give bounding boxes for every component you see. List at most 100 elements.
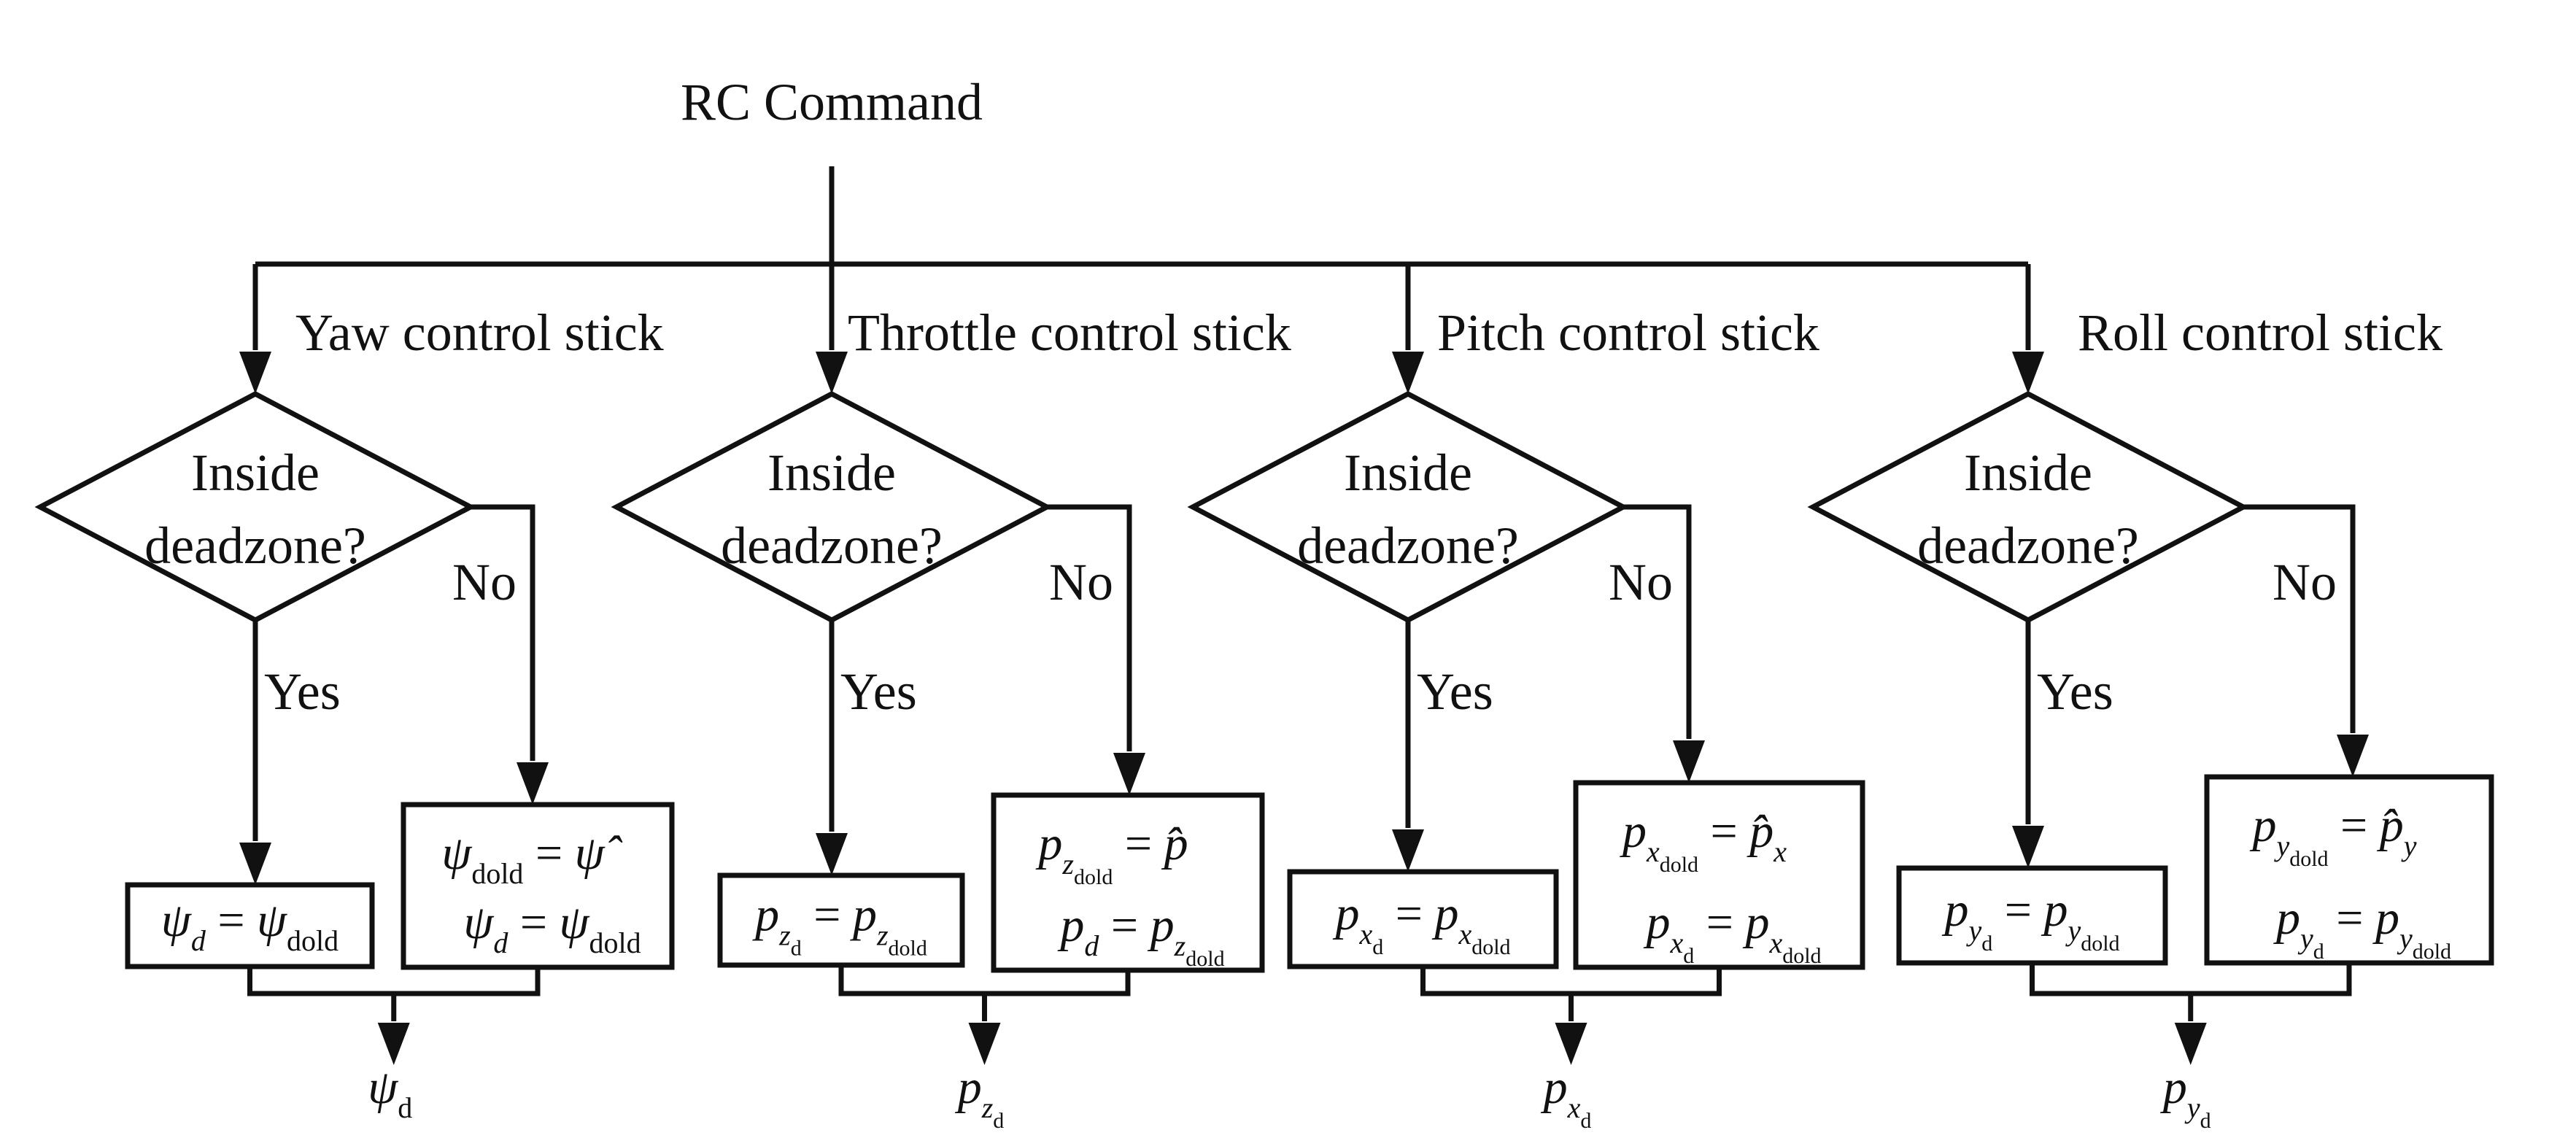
yes-arrowhead [1392,829,1424,872]
no-label: No [1609,553,1673,611]
no-assignment-line-2-rhs-symbol: p [1148,899,1175,952]
no-arrowhead [517,762,549,805]
output-variable: ψd [368,1061,412,1124]
yes-assignment-equals: = [1383,887,1434,940]
no-assignment-line-2: pyd = pydold [2273,891,2451,964]
yes-assignment-rhs-symbol: p [1431,887,1458,940]
decision-line-2: deadzone? [1917,516,2139,575]
yes-assignment-box [1896,865,2168,966]
no-assignment-line-2-rhs-symbol: p [2372,891,2399,945]
yes-assignment-lhs-subsubscript: d [1372,935,1383,959]
yes-assignment: pyd = pydold [1941,883,2119,956]
no-assignment-line-1-lhs-symbol: ψ [441,826,472,880]
output-variable: pyd [2160,1061,2211,1133]
no-assignment-line-2-rhs-subscript: y [2397,922,2413,955]
decision-line-1: Inside [1964,444,2092,502]
yes-assignment-lhs-symbol: p [752,888,779,942]
output-subsubscript: d [993,1109,1004,1133]
no-connector [471,504,535,761]
yes-assignment-rhs-symbol: ψ [257,894,287,947]
no-assignment-line-2-rhs-subsubscript: dold [2413,940,2451,964]
no-connector [1623,504,1692,739]
decision-line-2: deadzone? [144,516,366,575]
no-label: No [2273,553,2337,611]
yes-assignment-rhs-subscript: y [2065,914,2081,947]
no-assignment-line-2-lhs-subscript: d [493,926,508,959]
output-arrowhead [2174,1023,2207,1065]
output-symbol: p [1541,1061,1568,1114]
no-assignment-line-1-rhs-subscript: y [2401,829,2417,862]
no-connector [1047,504,1132,751]
decision-line-2: deadzone? [721,516,943,575]
no-assignment-line-2-equals: = [2324,891,2375,945]
no-assignment-line-2-lhs-subscript: y [2297,922,2313,955]
no-arrowhead [1113,753,1145,795]
no-assignment-box [2204,774,2494,966]
no-assignment-line-1-lhs-subsubscript: dold [1074,865,1113,889]
output-subsubscript: d [2200,1109,2211,1133]
yes-label: Yes [840,662,917,721]
yes-assignment: pxd = pxdold [1332,887,1510,959]
merge-connector [1420,967,1722,996]
no-assignment-line-2: ψd = ψdold [463,896,641,959]
yes-assignment-rhs-subscript: z [876,919,889,952]
yes-assignment: ψd = ψdold [161,894,339,957]
no-assignment-line-2-lhs-subsubscript: d [2313,940,2324,964]
yes-assignment-equals: = [1992,883,2043,937]
yes-assignment-rhs-subsubscript: dold [1471,935,1510,959]
no-assignment-line-2-equals: = [508,896,559,949]
no-assignment-line-2-equals: = [1694,896,1745,949]
no-assignment-line-1-lhs-symbol: p [1620,805,1647,858]
no-assignment-line-2-lhs-symbol: p [1643,896,1670,949]
deadzone-decision [34,391,476,623]
yes-assignment-lhs-subscript: z [778,919,791,952]
yes-label: Yes [264,662,341,721]
diagram-title: RC Command [681,73,983,131]
stick-label: Roll control stick [2078,303,2442,362]
no-assignment-line-2-rhs-symbol: p [1742,896,1769,949]
stick-label: Pitch control stick [1437,303,1819,362]
yes-assignment-rhs-subscript: dold [287,924,339,957]
no-assignment-line-2-rhs-symbol: ψ [560,896,590,949]
no-assignment-line-2: pxd = pxdold [1643,896,1821,968]
no-assignment-line-1-rhs-subscript: x [1773,835,1787,868]
output-symbol: ψ [368,1061,398,1114]
deadzone-decision [611,391,1053,623]
no-arrowhead [2337,735,2369,777]
no-assignment-line-1-equals: = [2329,799,2380,852]
yes-assignment-rhs-symbol: p [2041,883,2068,937]
output-subscript: z [981,1091,994,1124]
yes-assignment-lhs-symbol: ψ [161,894,192,947]
no-assignment-line-2-rhs-subscript: dold [589,926,641,959]
output-symbol: p [955,1061,982,1114]
yes-arrowhead [239,843,271,885]
stick-label: Yaw control stick [295,303,664,362]
yes-assignment-lhs-subsubscript: d [791,937,802,961]
output-subsubscript: d [1580,1109,1591,1133]
yes-assignment-box [717,872,965,968]
no-assignment-line-2-lhs-subscript: x [1669,926,1683,959]
branch-roll: Roll control stickInsidedeadzone?Yespyd … [1807,264,2494,1133]
no-assignment-line-1-lhs-subsubscript: dold [1660,853,1698,877]
yes-assignment-equals: = [206,894,257,947]
no-assignment-line-1-equals: = [523,826,574,880]
output-arrowhead [968,1023,1001,1065]
yes-assignment-lhs-subscript: x [1358,918,1372,951]
no-connector [2243,504,2356,733]
decision-line-1: Inside [191,444,320,502]
yes-assignment-box [125,882,375,969]
no-assignment-line-1: pydold = p̂y [2249,799,2416,871]
branch-pitch: Pitch control stickInsidedeadzone?Yespxd… [1187,264,1865,1133]
yes-assignment-lhs-subsubscript: d [1981,932,1992,956]
no-assignment-line-2-lhs-symbol: ψ [463,896,494,949]
no-assignment-line-1-lhs-subscript: dold [471,857,523,890]
yes-assignment-rhs-symbol: p [850,888,877,942]
no-assignment-line-1: pzdold = p̂ [1035,817,1188,889]
stick-arrowhead [1392,352,1424,394]
yes-assignment: pzd = pzdold [752,888,927,961]
branch-throttle: Throttle control stickInsidedeadzone?Yes… [611,264,1291,1133]
merge-connector [2030,963,2352,996]
no-assignment-box [991,792,1265,973]
no-assignment-line-2: pd = pzdold [1057,899,1224,971]
output-variable: pxd [1541,1061,1592,1133]
